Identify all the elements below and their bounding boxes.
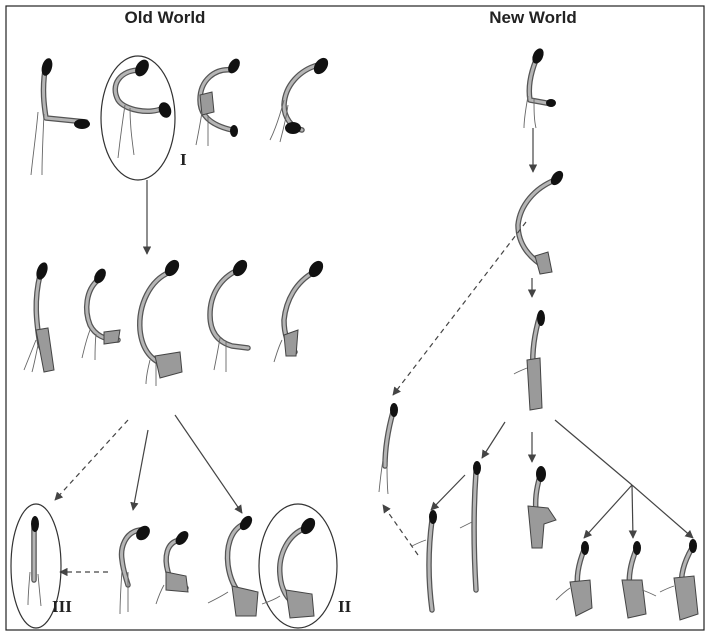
- arrow-ow-3: [174, 414, 243, 514]
- structure-ow-4: [269, 57, 329, 143]
- structure-ow-6: [81, 268, 121, 361]
- structure-nw-3: [513, 310, 545, 411]
- structure-ow-13: [207, 515, 259, 617]
- arrow-nw-7: [631, 484, 694, 539]
- figure-frame: [5, 5, 705, 631]
- arrow-nw-6: [628, 484, 638, 539]
- arrow-nw-5: [583, 484, 633, 539]
- structure-nw-5: [411, 510, 437, 613]
- old-world-row-2: [23, 259, 324, 386]
- structure-ow-2: [112, 59, 172, 159]
- structure-ow-11: [118, 525, 150, 615]
- structure-ow-7: [137, 259, 183, 386]
- old-world-heading: Old World: [125, 8, 206, 27]
- new-world-heading: New World: [489, 8, 577, 27]
- arrow-nw-8: [430, 474, 466, 511]
- dashed-arrow-nw-1: [392, 221, 527, 396]
- marker-i: I: [180, 150, 187, 169]
- branch-line-nw: [554, 419, 633, 486]
- structure-nw-4: [378, 403, 398, 495]
- structure-nw-1: [523, 48, 556, 129]
- dashed-arrow-ow-1: [54, 419, 129, 501]
- structure-ow-8: [207, 259, 251, 372]
- circled-group-ii: [258, 503, 338, 629]
- structure-nw-2: [515, 170, 564, 275]
- old-world-row-1: I: [30, 55, 329, 181]
- structure-ow-12: [155, 531, 189, 605]
- circled-group-iii: [10, 503, 62, 629]
- structure-nw-9: [621, 541, 657, 619]
- structure-nw-8: [555, 541, 593, 617]
- arrow-nw-3: [481, 421, 506, 459]
- new-world-tree: [378, 48, 699, 621]
- circled-group-i: [100, 55, 176, 181]
- structure-nw-10: [659, 539, 699, 621]
- structure-ow-10: [27, 516, 42, 607]
- structure-ow-3: [195, 58, 240, 146]
- structure-ow-5: [23, 262, 55, 373]
- structure-ow-1: [30, 58, 90, 176]
- structure-ow-14: [261, 517, 316, 619]
- structure-ow-9: [273, 260, 324, 363]
- old-world-row-3: III II: [10, 503, 352, 629]
- structure-nw-7: [527, 466, 557, 549]
- structure-nw-6: [459, 461, 481, 593]
- marker-iii: III: [52, 597, 72, 616]
- arrow-ow-2: [130, 429, 149, 511]
- dashed-arrow-nw-2: [382, 504, 419, 556]
- marker-ii: II: [338, 597, 352, 616]
